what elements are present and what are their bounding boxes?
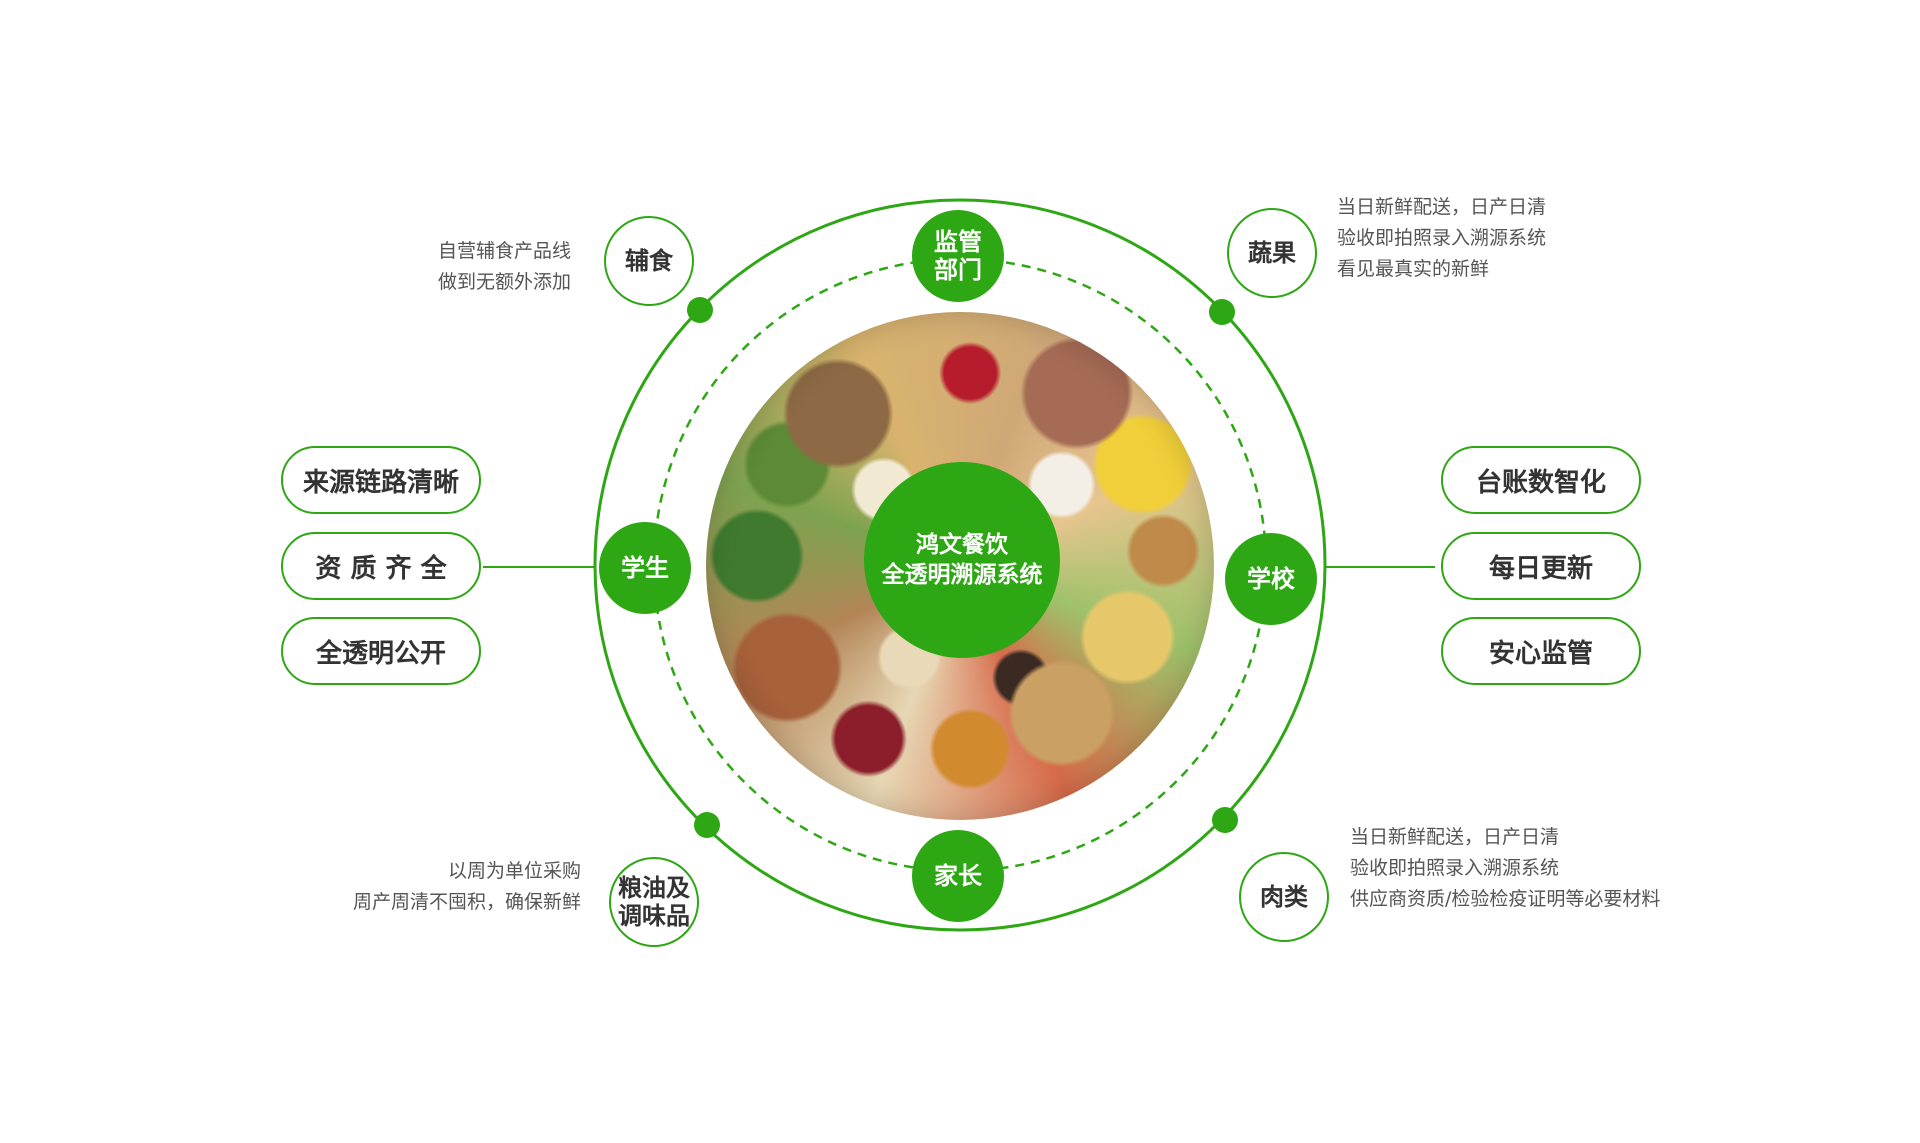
desc-liangyou-line: 周产周清不囤积，确保新鲜 <box>352 891 581 913</box>
desc-shuguo: 当日新鲜配送，日产日清 验收即拍照录入溯源系统 看见最真实的新鲜 <box>1337 192 1546 285</box>
node-school-label: 学校 <box>1247 565 1295 593</box>
category-fuzhi: 辅食 <box>604 216 694 306</box>
node-regulator-line1: 监管 <box>934 228 982 256</box>
right-pill-label: 每日更新 <box>1488 553 1593 584</box>
desc-shuguo-line: 验收即拍照录入溯源系统 <box>1337 227 1547 249</box>
left-pill-label: 资 质 齐 全 <box>315 553 447 584</box>
left-pill-label: 来源链路清晰 <box>302 467 459 498</box>
center-title-line1: 鸿文餐饮 <box>916 532 1008 558</box>
node-regulator-line2: 部门 <box>934 256 982 284</box>
category-liangyou-line2: 调味品 <box>618 902 690 930</box>
desc-roulei-line: 验收即拍照录入溯源系统 <box>1350 857 1560 879</box>
right-pill-label: 安心监管 <box>1488 638 1593 669</box>
left-pill-qualification: 资 质 齐 全 <box>281 532 481 600</box>
node-student: 学生 <box>599 522 691 614</box>
desc-shuguo-line: 当日新鲜配送，日产日清 <box>1337 196 1547 218</box>
center-title-line2: 全透明溯源系统 <box>881 562 1043 588</box>
left-pill-source: 来源链路清晰 <box>281 446 481 514</box>
desc-fuzhi-line: 自营辅食产品线 <box>437 240 571 262</box>
desc-shuguo-line: 看见最真实的新鲜 <box>1337 258 1490 280</box>
left-pill-label: 全透明公开 <box>315 638 446 669</box>
ring-dot-bottom-left <box>694 812 720 838</box>
ring-dot-bottom-right <box>1212 807 1238 833</box>
node-regulator: 监管 部门 <box>912 210 1004 302</box>
desc-liangyou-line: 以周为单位采购 <box>447 860 581 882</box>
right-pill-ledger: 台账数智化 <box>1441 446 1641 514</box>
node-school: 学校 <box>1225 533 1317 625</box>
category-roulei-label: 肉类 <box>1260 883 1308 911</box>
right-pill-daily: 每日更新 <box>1441 532 1641 600</box>
left-pill-transparent: 全透明公开 <box>281 617 481 685</box>
category-liangyou-line1: 粮油及 <box>618 874 690 902</box>
category-shuguo: 蔬果 <box>1227 208 1317 298</box>
desc-liangyou: 以周为单位采购 周产周清不囤积，确保新鲜 <box>353 856 581 918</box>
node-parent: 家长 <box>912 830 1004 922</box>
category-fuzhi-label: 辅食 <box>625 247 673 275</box>
desc-fuzhi: 自营辅食产品线 做到无额外添加 <box>438 236 571 298</box>
category-roulei: 肉类 <box>1239 852 1329 942</box>
center-title: 鸿文餐饮 全透明溯源系统 <box>864 462 1060 658</box>
ring-dot-top-left <box>687 297 713 323</box>
category-liangyou: 粮油及 调味品 <box>609 857 699 947</box>
category-shuguo-label: 蔬果 <box>1248 239 1296 267</box>
ring-dot-top-right <box>1209 299 1235 325</box>
node-parent-label: 家长 <box>934 862 982 890</box>
outer-ring <box>593 198 1327 932</box>
node-student-label: 学生 <box>621 554 669 582</box>
desc-roulei: 当日新鲜配送，日产日清 验收即拍照录入溯源系统 供应商资质/检验检疫证明等必要材… <box>1350 822 1660 915</box>
desc-roulei-line: 当日新鲜配送，日产日清 <box>1350 826 1560 848</box>
right-pill-supervision: 安心监管 <box>1441 617 1641 685</box>
right-pill-label: 台账数智化 <box>1475 467 1606 498</box>
desc-fuzhi-line: 做到无额外添加 <box>437 271 571 293</box>
desc-roulei-line: 供应商资质/检验检疫证明等必要材料 <box>1350 888 1661 910</box>
